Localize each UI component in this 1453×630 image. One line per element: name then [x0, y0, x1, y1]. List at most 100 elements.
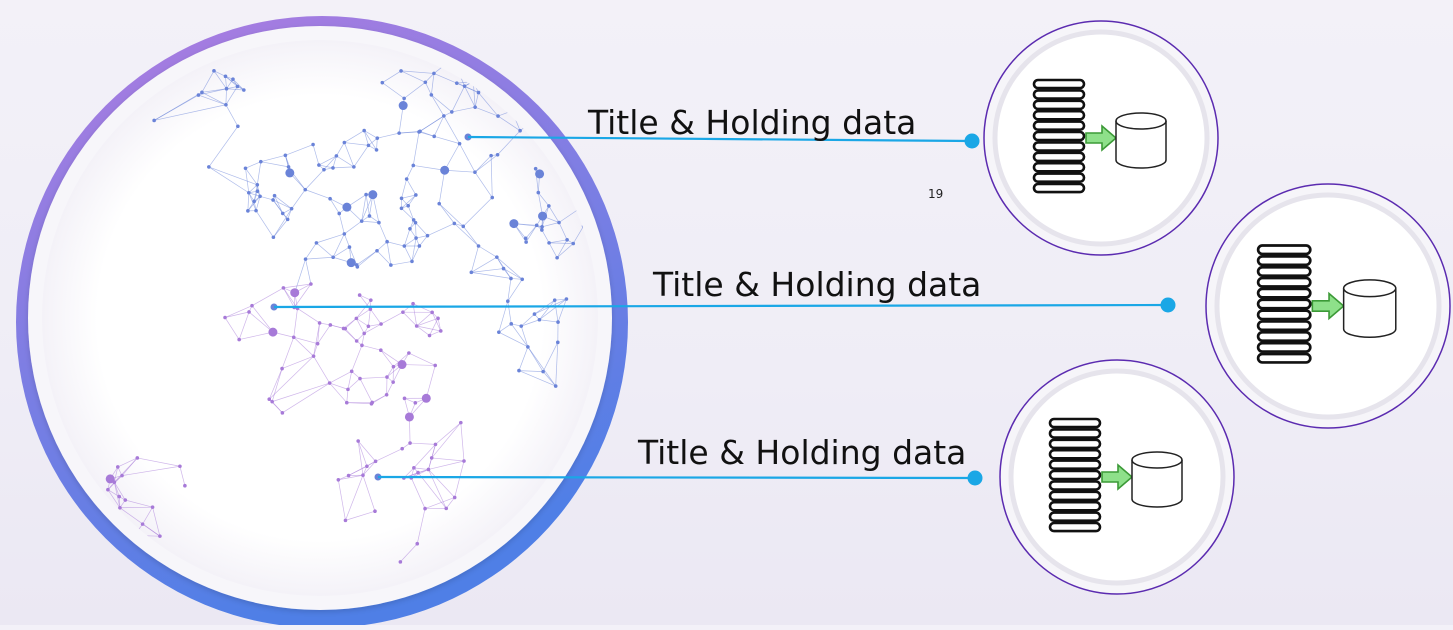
network-node: [343, 232, 347, 236]
network-node: [223, 316, 227, 320]
network-node: [385, 240, 389, 244]
network-node: [328, 381, 332, 385]
network-node: [379, 322, 383, 326]
network-node: [548, 110, 552, 114]
network-node: [547, 204, 551, 208]
stacked-database-icon: [1050, 419, 1100, 531]
stacked-database-icon: [1258, 246, 1310, 363]
network-node: [250, 304, 254, 308]
network-node: [328, 197, 332, 201]
network-node: [224, 103, 228, 107]
network-node: [113, 480, 117, 484]
network-node: [434, 443, 438, 447]
network-node: [361, 473, 365, 477]
network-node: [518, 129, 522, 133]
network-node: [408, 441, 412, 445]
network-node: [246, 209, 250, 213]
network-node: [287, 165, 291, 169]
network-node: [401, 310, 405, 314]
network-node: [280, 367, 284, 371]
network-node: [567, 93, 571, 97]
data-icon-group-2: [1206, 184, 1450, 428]
network-node: [368, 190, 377, 199]
network-node: [432, 135, 436, 139]
network-node: [556, 320, 560, 324]
network-node: [524, 237, 528, 241]
network-node: [281, 212, 285, 216]
network-node: [605, 163, 609, 167]
network-node: [519, 324, 523, 328]
connector-line-3: [378, 477, 975, 478]
connector-end-dot-3: [968, 471, 983, 486]
network-node: [345, 401, 349, 405]
network-node: [440, 166, 449, 175]
network-node: [497, 330, 501, 334]
network-node: [403, 397, 407, 401]
network-node: [151, 505, 155, 509]
network-node: [418, 244, 422, 248]
network-node: [304, 257, 308, 261]
network-node: [450, 110, 454, 114]
network-node: [398, 360, 407, 369]
network-node: [367, 324, 371, 328]
network-node: [565, 297, 569, 301]
network-node: [415, 324, 419, 328]
network-node: [403, 244, 407, 248]
network-node: [477, 244, 481, 248]
network-node: [360, 344, 364, 348]
database-cylinder-icon: [1344, 280, 1396, 337]
network-node: [463, 84, 467, 88]
network-node: [538, 318, 542, 322]
row-label-2: Title & Holding data: [653, 268, 981, 301]
network-node: [247, 310, 251, 314]
network-node: [422, 394, 431, 403]
network-node: [534, 167, 538, 171]
network-node: [136, 456, 140, 460]
network-node: [455, 81, 459, 85]
network-node: [414, 401, 418, 405]
network-node: [428, 334, 432, 338]
network-node: [565, 94, 569, 98]
network-node: [358, 293, 362, 297]
network-node: [430, 311, 434, 315]
network-node: [381, 81, 385, 85]
network-node: [331, 166, 335, 170]
network-node: [183, 484, 187, 488]
network-node: [237, 338, 241, 342]
network-node: [116, 465, 120, 469]
network-node: [247, 191, 251, 195]
network-node: [568, 93, 572, 97]
network-node: [350, 370, 354, 374]
network-node: [520, 277, 524, 281]
network-node: [374, 460, 378, 464]
network-node: [158, 534, 162, 538]
network-node: [424, 80, 428, 84]
network-node: [405, 177, 409, 181]
network-node: [427, 468, 431, 472]
network-node: [411, 164, 415, 168]
network-node: [367, 144, 371, 148]
row-label-1: Title & Holding data: [588, 106, 916, 139]
network-node: [244, 166, 248, 170]
network-node: [459, 421, 463, 425]
network-node: [197, 93, 201, 97]
network-node: [270, 400, 274, 404]
network-node: [346, 388, 350, 392]
network-node: [364, 193, 368, 197]
network-node: [426, 234, 430, 238]
network-node: [212, 69, 216, 73]
network-node: [373, 509, 377, 513]
network-node: [473, 170, 477, 174]
network-node: [495, 255, 499, 259]
network-node: [284, 154, 288, 158]
network-node: [370, 402, 374, 406]
network-node: [554, 384, 558, 388]
network-node: [120, 474, 124, 478]
connector-end-dot-1: [965, 134, 980, 149]
network-node: [355, 317, 359, 321]
network-node: [453, 496, 457, 500]
network-node: [365, 464, 369, 468]
network-node: [405, 412, 414, 421]
network-node: [506, 299, 510, 303]
